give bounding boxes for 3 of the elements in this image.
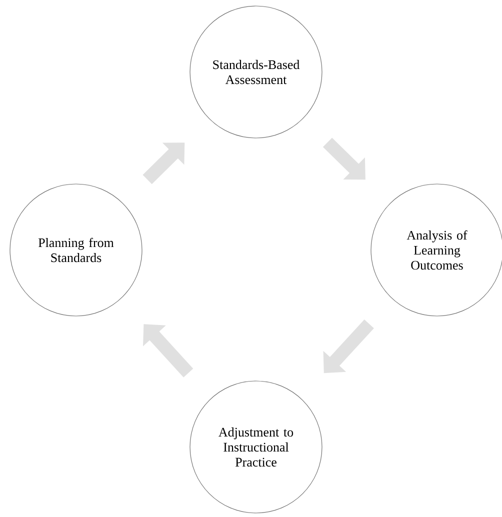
block-arrow (142, 142, 185, 184)
block-arrow (322, 138, 366, 180)
block-arrow (143, 324, 194, 378)
